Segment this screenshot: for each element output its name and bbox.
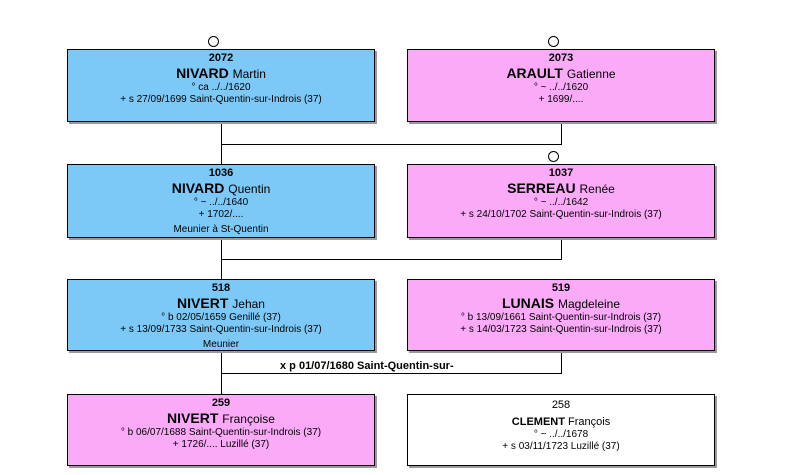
person-number: 258 (551, 399, 571, 411)
person-death: + s 14/03/1723 Saint-Quentin-sur-Indrois… (460, 324, 662, 335)
ancestor-marker-1037[interactable] (548, 151, 559, 162)
person-birth: ° b 06/07/1688 Saint-Quentin-sur-Indrois… (120, 427, 322, 438)
person-surname: LUNAIS (501, 295, 555, 311)
person-surname: NIVERT (177, 295, 229, 311)
connector-518-down (221, 350, 222, 395)
person-card-519[interactable]: 519 LUNAIS Magdeleine ° b 13/09/1661 Sai… (407, 279, 715, 351)
person-death: + 1726/.... Luzillé (37) (172, 439, 270, 450)
ancestor-marker-2072[interactable] (208, 36, 219, 47)
connector-2073-down (561, 121, 562, 145)
person-number: 519 (551, 282, 571, 294)
person-number: 1036 (208, 167, 234, 179)
person-name: NIVARD Martin (68, 65, 374, 82)
person-given-name: Magdeleine (557, 297, 621, 311)
person-death: + s 03/11/1723 Luzillé (37) (502, 441, 620, 452)
person-surname: NIVARD (176, 65, 229, 81)
person-number: 2073 (548, 52, 574, 64)
person-number: 1037 (548, 167, 574, 179)
person-birth: ° ~ ../../1640 (193, 197, 249, 208)
person-birth: ° ~ ../../1620 (533, 82, 589, 93)
person-card-1037[interactable]: 1037 SERREAU Renée ° ~ ../../1642 + s 24… (407, 164, 715, 238)
connector-couple-2-bar (221, 259, 562, 260)
person-name: LUNAIS Magdeleine (408, 295, 714, 312)
person-death: + s 27/09/1699 Saint-Quentin-sur-Indrois… (120, 94, 322, 105)
person-card-259[interactable]: 259 NIVERT Françoise ° b 06/07/1688 Sain… (67, 394, 375, 466)
person-occupation: Meunier (202, 339, 240, 350)
marriage-label: x p 01/07/1680 Saint-Quentin-sur- (280, 360, 454, 372)
person-name: SERREAU Renée (408, 180, 714, 197)
person-occupation: Meunier à St-Quentin (173, 224, 269, 235)
person-name: NIVARD Quentin (68, 180, 374, 197)
person-card-258[interactable]: 258 CLEMENT François ° ~ ../../1678 + s … (407, 394, 715, 466)
connector-1037-down (561, 237, 562, 260)
person-birth: ° ~ ../../1642 (533, 197, 589, 208)
person-card-2073[interactable]: 2073 ARAULT Gatienne ° ~ ../../1620 + 16… (407, 49, 715, 122)
connector-child-1036-up (221, 144, 222, 165)
person-number: 2072 (208, 52, 234, 64)
person-given-name: François (568, 416, 611, 428)
connector-1036-down (221, 237, 222, 260)
person-surname: NIVARD (171, 180, 225, 196)
connector-2072-down (221, 121, 222, 145)
person-given-name: Jehan (232, 297, 265, 311)
person-given-name: Renée (579, 182, 615, 196)
person-birth: ° b 02/05/1659 Genillé (37) (161, 312, 281, 323)
connector-couple-3-bar (221, 373, 562, 374)
person-card-1036[interactable]: 1036 NIVARD Quentin ° ~ ../../1640 + 170… (67, 164, 375, 238)
person-name: ARAULT Gatienne (408, 65, 714, 82)
connector-child-518-up (221, 259, 222, 280)
person-death: + s 13/09/1733 Saint-Quentin-sur-Indrois… (120, 324, 322, 335)
person-death: + 1699/.... (538, 94, 584, 105)
person-name: NIVERT Jehan (68, 295, 374, 312)
person-birth: ° ca ../../1620 (191, 82, 251, 93)
person-number: 259 (211, 397, 231, 409)
connector-519-down (561, 350, 562, 374)
person-birth: ° b 13/09/1661 Saint-Quentin-sur-Indrois… (460, 312, 662, 323)
person-death: + s 24/10/1702 Saint-Quentin-sur-Indrois… (460, 209, 662, 220)
person-name: NIVERT Françoise (68, 410, 374, 427)
person-death: + 1702/.... (198, 209, 244, 220)
person-given-name: Françoise (222, 412, 275, 426)
person-given-name: Quentin (228, 182, 271, 196)
person-surname: ARAULT (506, 65, 563, 81)
person-surname: SERREAU (507, 180, 576, 196)
ancestor-marker-2073[interactable] (548, 36, 559, 47)
person-surname: CLEMENT (511, 416, 565, 428)
person-surname: NIVERT (167, 410, 219, 426)
person-number: 518 (211, 282, 231, 294)
person-birth: ° ~ ../../1678 (533, 429, 589, 440)
person-given-name: Martin (232, 67, 266, 81)
person-given-name: Gatienne (566, 67, 616, 81)
person-card-2072[interactable]: 2072 NIVARD Martin ° ca ../../1620 + s 2… (67, 49, 375, 122)
person-card-518[interactable]: 518 NIVERT Jehan ° b 02/05/1659 Genillé … (67, 279, 375, 351)
person-name: CLEMENT François (408, 415, 714, 429)
connector-couple-1-bar (221, 144, 562, 145)
